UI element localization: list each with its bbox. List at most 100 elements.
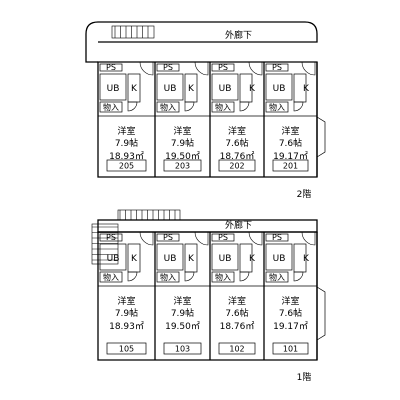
ps-label: PS bbox=[163, 233, 173, 242]
unit-number: 101 bbox=[283, 345, 298, 354]
kitchen-label: K bbox=[188, 84, 195, 94]
door-swing bbox=[248, 61, 263, 76]
closet bbox=[99, 101, 123, 113]
ps-shaft bbox=[265, 233, 289, 242]
door-swing bbox=[139, 231, 154, 246]
door-swing bbox=[127, 271, 138, 282]
outdoor-corridor: 外廊下 bbox=[97, 219, 318, 233]
ps-shaft bbox=[156, 233, 180, 242]
door-swing bbox=[293, 101, 304, 112]
unit-number-box bbox=[272, 159, 309, 172]
kitchen-label: K bbox=[303, 254, 310, 264]
door-swing bbox=[139, 61, 154, 76]
door-swing bbox=[194, 231, 209, 246]
kitchen-label: K bbox=[131, 84, 138, 94]
room-size-tatami: 7.9帖 bbox=[171, 307, 194, 319]
room-size-tatami: 7.9帖 bbox=[115, 137, 138, 149]
ps-shaft bbox=[99, 63, 123, 72]
door-swing bbox=[301, 61, 316, 76]
room-type-label: 洋室 bbox=[228, 295, 246, 307]
room-area: 18.76㎡ bbox=[220, 151, 255, 162]
stair-outline bbox=[111, 25, 155, 39]
unit-bath-label: UB bbox=[219, 254, 232, 264]
floor-label: 1階 bbox=[297, 372, 312, 383]
closet-label: 物入 bbox=[269, 102, 285, 112]
room-size-tatami: 7.6帖 bbox=[225, 137, 248, 149]
closet-label: 物入 bbox=[103, 102, 119, 112]
unit-number: 103 bbox=[175, 345, 190, 354]
closet bbox=[265, 271, 289, 283]
room-type-label: 洋室 bbox=[117, 295, 135, 307]
door-swing bbox=[184, 101, 195, 112]
door-swing bbox=[293, 271, 304, 282]
unit-number-box bbox=[218, 159, 256, 172]
closet bbox=[265, 101, 289, 113]
ps-shaft bbox=[211, 63, 235, 72]
unit-bath-label: UB bbox=[219, 84, 232, 94]
closet bbox=[211, 271, 235, 283]
room-area: 18.93㎡ bbox=[109, 321, 144, 332]
kitchen-label: K bbox=[249, 254, 256, 264]
corridor-outline bbox=[97, 219, 318, 233]
unit-bath bbox=[99, 73, 127, 101]
room-type-label: 洋室 bbox=[281, 295, 299, 307]
unit-bath-label: UB bbox=[164, 84, 177, 94]
corridor-label: 外廊下 bbox=[225, 29, 252, 41]
unit-number-box bbox=[163, 159, 202, 172]
unit-number-box bbox=[218, 342, 256, 355]
room-size-tatami: 7.6帖 bbox=[279, 307, 302, 319]
ps-label: PS bbox=[106, 233, 116, 242]
outdoor-corridor: 外廊下 bbox=[85, 21, 318, 63]
room-type-label: 洋室 bbox=[173, 125, 191, 137]
door-swing bbox=[239, 271, 250, 282]
unit-bath bbox=[265, 243, 293, 271]
unit-number-box bbox=[272, 342, 309, 355]
unit-bath-label: UB bbox=[107, 254, 120, 264]
closet bbox=[99, 271, 123, 283]
room-area: 19.50㎡ bbox=[165, 321, 200, 332]
unit-bath-label: UB bbox=[164, 254, 177, 264]
door-swing bbox=[194, 61, 209, 76]
room-type-label: 洋室 bbox=[228, 125, 246, 137]
ps-label: PS bbox=[163, 63, 173, 72]
ps-label: PS bbox=[106, 63, 116, 72]
kitchen-label: K bbox=[249, 84, 256, 94]
corridor-rail bbox=[85, 21, 99, 63]
closet-label: 物入 bbox=[160, 102, 176, 112]
floor-label: 2階 bbox=[297, 189, 312, 200]
exterior-wall-detail bbox=[316, 116, 326, 158]
unit-number-box bbox=[163, 342, 202, 355]
room-size-tatami: 7.9帖 bbox=[171, 137, 194, 149]
unit-number: 102 bbox=[229, 345, 244, 354]
corridor-label: 外廊下 bbox=[225, 219, 252, 231]
unit-bath bbox=[156, 243, 184, 271]
unit-bath-label: UB bbox=[273, 254, 286, 264]
closet-label: 物入 bbox=[215, 272, 231, 282]
closet bbox=[156, 101, 180, 113]
unit-bath-label: UB bbox=[107, 84, 120, 94]
room-area: 18.76㎡ bbox=[220, 321, 255, 332]
exterior-wall-detail bbox=[316, 286, 326, 341]
room-type-label: 洋室 bbox=[117, 125, 135, 137]
closet bbox=[211, 101, 235, 113]
ps-label: PS bbox=[218, 63, 228, 72]
corridor-outline bbox=[98, 21, 318, 43]
room-size-tatami: 7.6帖 bbox=[225, 307, 248, 319]
door-swing bbox=[184, 271, 195, 282]
unit-bath bbox=[211, 73, 239, 101]
unit-number: 201 bbox=[283, 162, 298, 171]
unit-bath bbox=[265, 73, 293, 101]
room-type-label: 洋室 bbox=[281, 125, 299, 137]
closet-label: 物入 bbox=[103, 272, 119, 282]
door-swing bbox=[127, 101, 138, 112]
room-area: 18.93㎡ bbox=[109, 151, 144, 162]
door-swing bbox=[301, 231, 316, 246]
kitchen-label: K bbox=[131, 254, 138, 264]
